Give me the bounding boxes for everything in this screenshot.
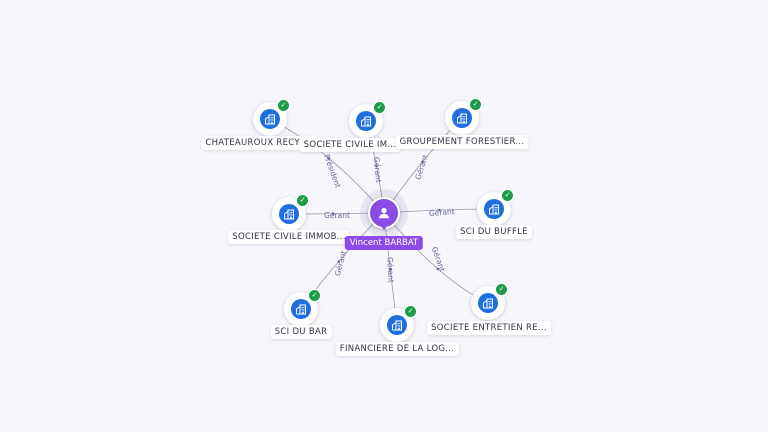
relation-role-label: Président (322, 153, 342, 189)
building-icon (264, 113, 276, 125)
check-icon: ✓ (296, 194, 309, 207)
person-name-label[interactable]: Vincent BARBAT (344, 236, 424, 250)
check-icon: ✓ (277, 99, 290, 112)
relation-role-label: Gérant (413, 154, 430, 181)
company-label[interactable]: SCI DU BUFFLE (456, 225, 532, 239)
building-icon (283, 208, 295, 220)
relation-role-label: Gérant (324, 211, 350, 220)
company-node[interactable]: ✓ (284, 289, 321, 326)
company-node[interactable]: ✓ (445, 98, 482, 135)
company-node-circle (279, 204, 299, 224)
relation-role-label: Gérant (429, 207, 456, 218)
building-icon (295, 303, 307, 315)
company-node-circle (484, 199, 504, 219)
company-node-circle (356, 111, 376, 131)
relation-role-label: Gérant (386, 257, 396, 283)
company-label[interactable]: SOCIETE ENTRETIEN RE... (427, 321, 551, 335)
building-icon (488, 203, 500, 215)
relation-arrow (375, 164, 378, 168)
relation-role-label: Gérant (430, 245, 447, 272)
building-icon (360, 115, 372, 127)
company-node[interactable]: ✓ (349, 101, 386, 138)
building-icon (391, 319, 403, 331)
relation-arrow (388, 268, 392, 271)
relation-arrow (327, 156, 330, 160)
check-icon: ✓ (404, 305, 417, 318)
person-icon (379, 207, 389, 219)
company-node-circle (260, 109, 280, 129)
company-node[interactable]: ✓ (272, 194, 309, 231)
person-node[interactable] (368, 197, 400, 229)
check-icon: ✓ (308, 289, 321, 302)
company-node[interactable]: ✓ (471, 283, 508, 320)
check-icon: ✓ (495, 283, 508, 296)
building-icon (482, 297, 494, 309)
company-node-circle (478, 293, 498, 313)
relation-arrow (421, 160, 424, 164)
company-label[interactable]: CHATEAUROUX RECYC... (201, 136, 319, 150)
company-label[interactable]: GROUPEMENT FORESTIER... (395, 135, 529, 149)
relation-arrow (331, 212, 335, 216)
relation-arrow (436, 267, 440, 271)
building-icon (456, 112, 468, 124)
company-label[interactable]: SOCIETE CIVILE IM... (299, 138, 401, 152)
company-node[interactable]: ✓ (477, 189, 514, 226)
company-label[interactable]: SCI DU BAR (270, 325, 332, 339)
relation-role-label: Gérant (372, 157, 383, 184)
person-node-pointer (379, 224, 389, 230)
company-node[interactable]: ✓ (380, 305, 417, 342)
relation-arrow (438, 208, 441, 212)
check-icon: ✓ (469, 98, 482, 111)
company-label[interactable]: SOCIETE CIVILE IMMOB... (228, 230, 350, 244)
company-node[interactable]: ✓ (253, 99, 290, 136)
check-icon: ✓ (373, 101, 386, 114)
relation-arrow (337, 260, 341, 263)
company-node-circle (452, 108, 472, 128)
company-node-circle (387, 315, 407, 335)
relation-role-label: Gérant (333, 250, 348, 277)
check-icon: ✓ (501, 189, 514, 202)
company-label[interactable]: FINANCIERE DE LA LOG... (335, 342, 459, 356)
company-node-circle (291, 299, 311, 319)
